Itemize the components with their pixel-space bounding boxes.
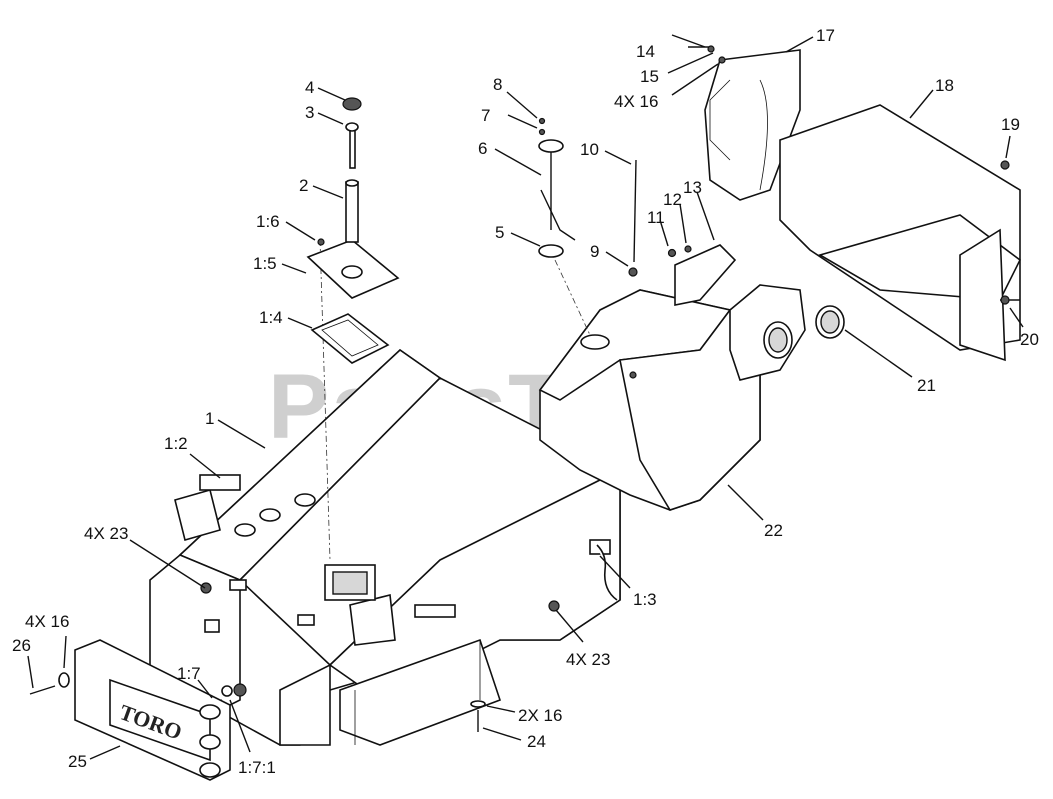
callout-1-6: 1:6 [256, 212, 280, 231]
leader-lines [27, 36, 1024, 760]
sender-tube-parts [306, 97, 400, 364]
frame-assembly [149, 239, 631, 746]
callout-6: 6 [478, 139, 487, 158]
callout-1-4: 1:4 [259, 308, 283, 327]
callout-26: 26 [12, 636, 31, 655]
callout-1-3: 1:3 [633, 590, 657, 609]
callout-1-7-1: 1:7:1 [238, 758, 276, 777]
callout-17: 17 [816, 26, 835, 45]
callout-9: 9 [590, 242, 599, 261]
callout-1-5: 1:5 [253, 254, 277, 273]
callout-2x16: 2X 16 [518, 706, 562, 725]
callout-25: 25 [68, 752, 87, 771]
callout-14: 14 [636, 42, 655, 61]
callout-labels: 4 3 2 1:6 1:5 1:4 1 1:2 4X 23 8 7 6 5 10… [12, 26, 1039, 777]
callout-12: 12 [663, 190, 682, 209]
callout-4x23-left: 4X 23 [84, 524, 128, 543]
callout-4x16-top: 4X 16 [614, 92, 658, 111]
callout-1-2: 1:2 [164, 434, 188, 453]
rear-plate: TORO [74, 639, 231, 781]
callout-18: 18 [935, 76, 954, 95]
fuel-sender-parts [538, 34, 726, 277]
callout-4x23-right: 4X 23 [566, 650, 610, 669]
callout-20: 20 [1020, 330, 1039, 349]
callout-13: 13 [683, 178, 702, 197]
callout-5: 5 [495, 223, 504, 242]
callout-1: 1 [205, 409, 214, 428]
callout-4x16-left: 4X 16 [25, 612, 69, 631]
mounting-bracket [779, 104, 1022, 362]
callout-11: 11 [647, 208, 665, 227]
callout-3: 3 [305, 103, 314, 122]
tank-neck-assembly [729, 284, 845, 381]
callout-22: 22 [764, 521, 783, 540]
foam-block [704, 49, 801, 201]
callout-19: 19 [1001, 115, 1020, 134]
callout-2: 2 [299, 176, 308, 195]
callout-1-7: 1:7 [177, 664, 201, 683]
fuel-tank [538, 259, 761, 511]
callout-21: 21 [917, 376, 936, 395]
callout-15: 15 [640, 67, 659, 86]
callout-10: 10 [580, 140, 599, 159]
plate-13 [674, 244, 737, 306]
callout-24: 24 [527, 732, 546, 751]
callout-8: 8 [493, 75, 502, 94]
callout-4: 4 [305, 78, 314, 97]
callout-7: 7 [481, 106, 490, 125]
